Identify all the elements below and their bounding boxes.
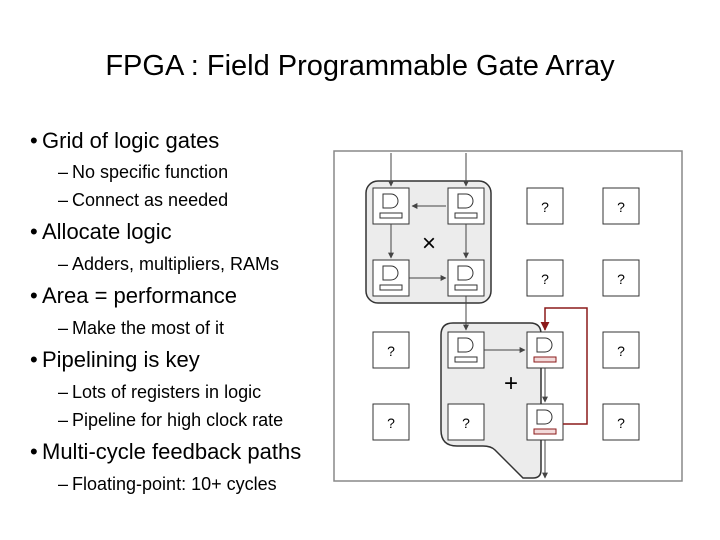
sub-bullet: –Pipeline for high clock rate <box>58 410 284 430</box>
add-symbol: + <box>504 370 518 397</box>
sub-bullet: –Lots of registers in logic <box>58 382 262 402</box>
unknown-cell-r0c2: ? <box>526 187 564 225</box>
svg-text:?: ? <box>617 343 625 359</box>
bullet-list: •Grid of logic gates –No specific functi… <box>30 128 340 495</box>
logic-cell-r2c2 <box>526 331 564 369</box>
unknown-cell-r3c0: ? <box>372 403 410 441</box>
unknown-cell-r3c3: ? <box>602 403 640 441</box>
bullet-item: •Multi-cycle feedback paths <box>30 439 302 464</box>
logic-cell-r1c0 <box>372 259 410 297</box>
bullet-item: •Grid of logic gates <box>30 128 220 153</box>
unknown-cell-r2c0: ? <box>372 331 410 369</box>
svg-text:?: ? <box>541 271 549 287</box>
svg-text:?: ? <box>541 199 549 215</box>
unknown-cell-r1c2: ? <box>526 259 564 297</box>
svg-text:?: ? <box>387 415 395 431</box>
logic-cell-r2c1 <box>447 331 485 369</box>
svg-text:?: ? <box>617 199 625 215</box>
feedback-path <box>540 307 588 425</box>
bullet-item: •Allocate logic <box>30 219 172 244</box>
bullet-item: •Pipelining is key <box>30 347 200 372</box>
svg-text:?: ? <box>617 415 625 431</box>
svg-text:?: ? <box>387 343 395 359</box>
sub-bullet: –Make the most of it <box>58 318 225 338</box>
unknown-cell-r1c3: ? <box>602 259 640 297</box>
sub-bullet: –Connect as needed <box>58 190 229 210</box>
sub-bullet: –Floating-point: 10+ cycles <box>58 474 277 494</box>
sub-bullet: –Adders, multipliers, RAMs <box>58 254 280 274</box>
unknown-cell-r3c1: ? <box>447 403 485 441</box>
logic-cell-r1c1 <box>447 259 485 297</box>
logic-cell-r0c1 <box>447 187 485 225</box>
bullet-item: •Area = performance <box>30 283 238 308</box>
logic-cell-r0c0 <box>372 187 410 225</box>
logic-cell-r3c2 <box>526 403 564 441</box>
multiply-symbol: × <box>422 230 436 257</box>
sub-bullet: –No specific function <box>58 162 229 182</box>
fpga-grid-diagram: ? ? ? ? ? ? ? ? ? × + <box>333 150 683 482</box>
slide-title: FPGA : Field Programmable Gate Array <box>105 50 615 82</box>
unknown-cell-r0c3: ? <box>602 187 640 225</box>
svg-text:?: ? <box>617 271 625 287</box>
unknown-cell-r2c3: ? <box>602 331 640 369</box>
svg-text:?: ? <box>462 415 470 431</box>
